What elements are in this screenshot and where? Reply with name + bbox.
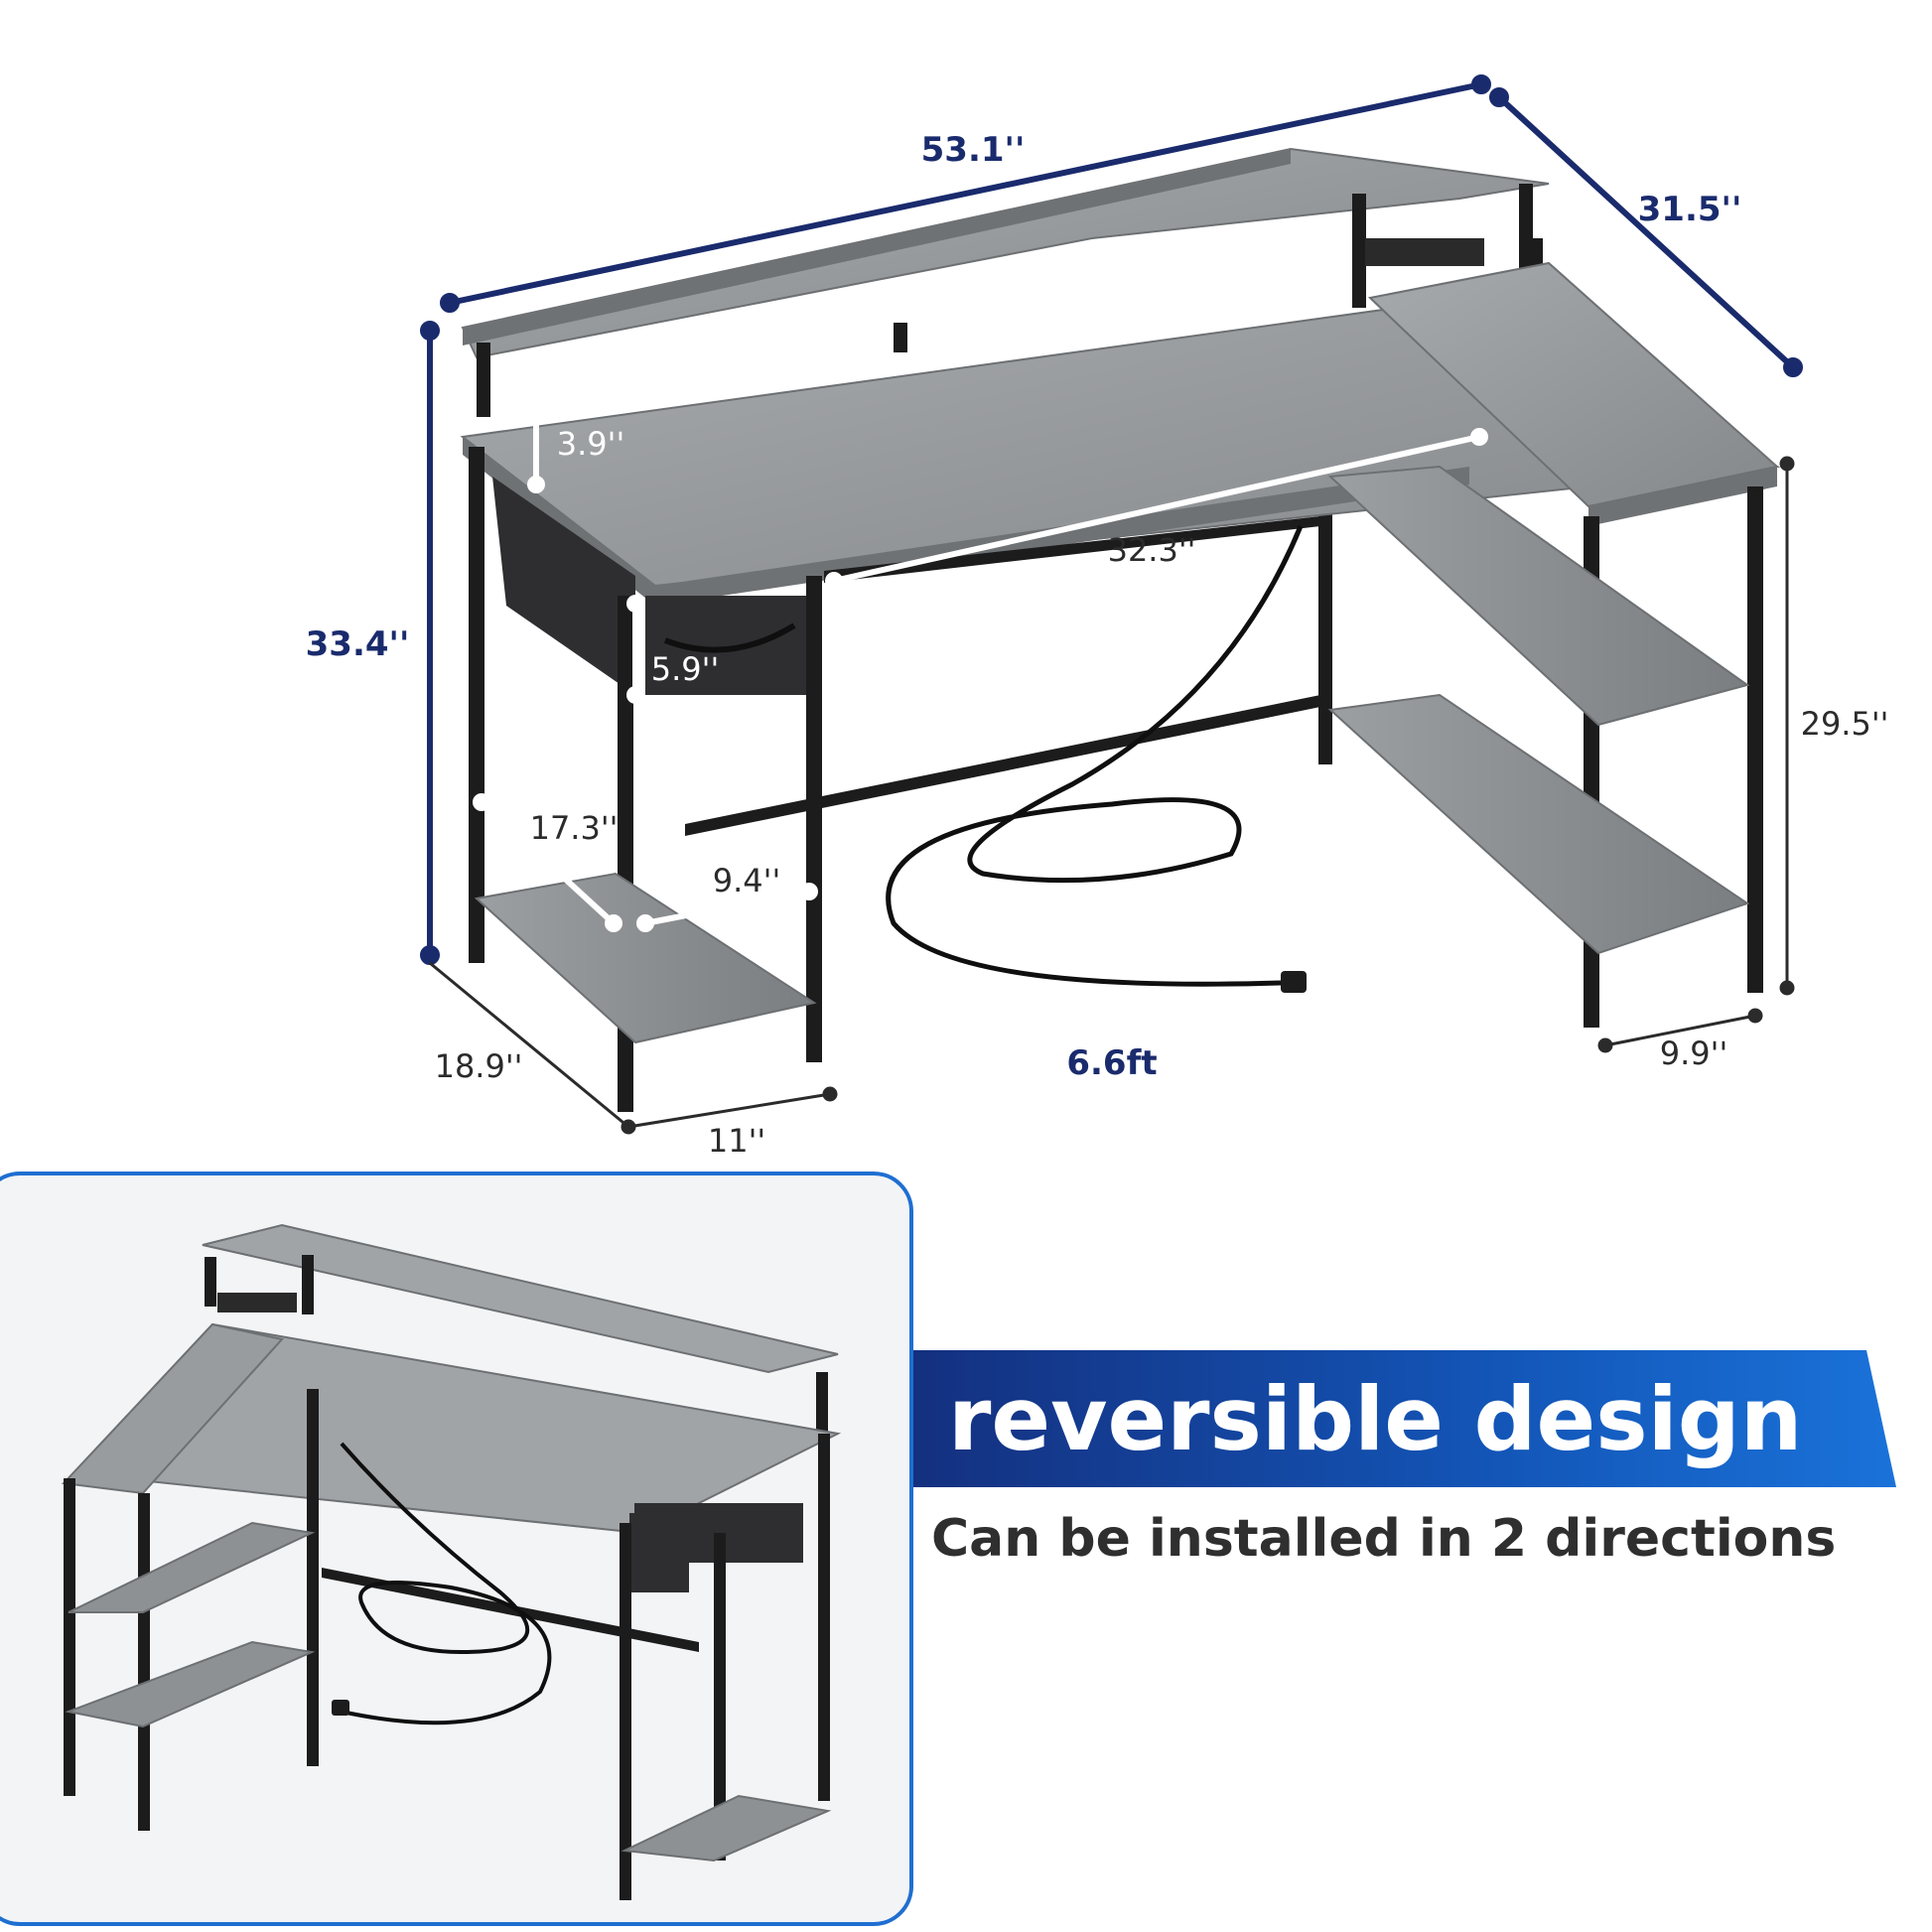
dim-lower-shelf-diagonal: 17.3'' [530, 809, 619, 847]
banner-subtitle: Can be installed in 2 directions [931, 1509, 1837, 1569]
dim-lower-shelf-depth: 9.4'' [713, 862, 780, 899]
power-cord [886, 525, 1304, 987]
plug-icon [1281, 971, 1307, 993]
dim-overall-height: 33.4'' [306, 624, 410, 664]
dimension-lines [420, 74, 1803, 965]
main-desk-illustration [460, 147, 1781, 1112]
banner-title: reversible design [948, 1368, 1803, 1470]
inner-dimension-lines [473, 393, 1488, 932]
power-strip-icon [1365, 238, 1484, 266]
dim-side-shelf-height: 29.5'' [1801, 705, 1889, 743]
dim-monitor-stand-height: 3.9'' [557, 425, 624, 463]
reversed-desk-inset [0, 1172, 913, 1926]
reversed-desk-illustration [61, 1223, 842, 1900]
dim-leg-depth: 18.9'' [435, 1047, 523, 1085]
dim-overall-width: 53.1'' [921, 130, 1026, 170]
dim-side-shelf-width: 9.9'' [1660, 1035, 1727, 1072]
banner-background [913, 1350, 1896, 1487]
grey-dimension-lines [429, 456, 1795, 1135]
dim-knee-width: 32.3'' [1108, 531, 1196, 569]
dim-leg-width: 11'' [708, 1122, 765, 1160]
dim-cord-length: 6.6ft [1066, 1043, 1157, 1083]
dim-drawer-height: 5.9'' [651, 650, 719, 688]
dim-overall-depth: 31.5'' [1638, 190, 1742, 229]
